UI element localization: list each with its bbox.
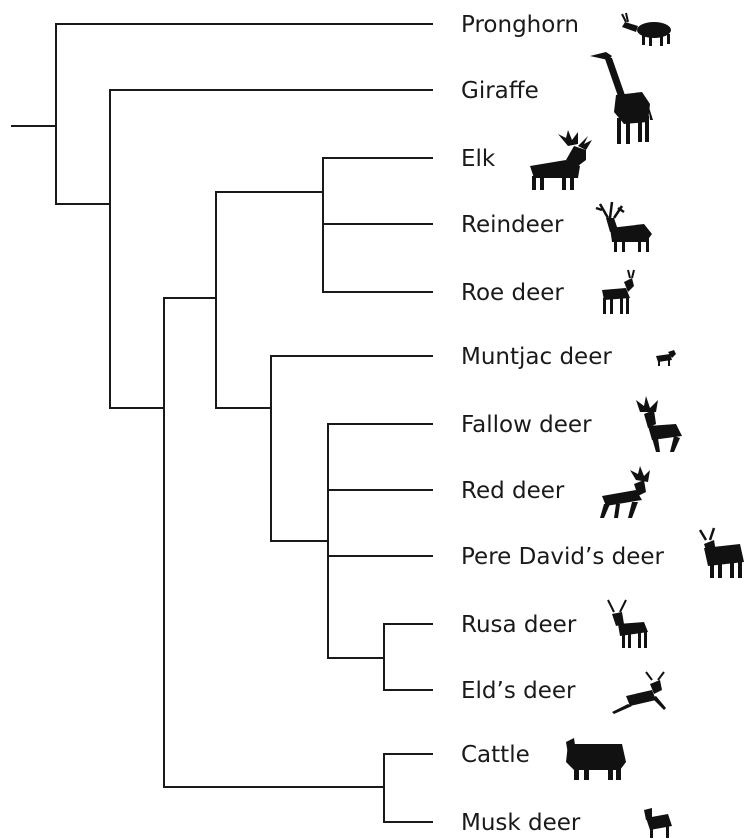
- fallow-deer-icon: [636, 396, 682, 452]
- red-deer-icon: [600, 466, 650, 518]
- taxon-label-reindeer: Reindeer: [461, 212, 564, 238]
- cattle-icon: [566, 738, 626, 780]
- pronghorn-icon: [621, 12, 671, 46]
- taxon-label-pere-davids-deer: Pere David’s deer: [461, 544, 665, 570]
- tree-branches: [11, 23, 433, 823]
- taxon-labels: Pronghorn Giraffe Elk Reindeer Roe deer …: [461, 12, 665, 836]
- elds-deer-icon: [612, 671, 666, 714]
- rusa-deer-icon: [607, 599, 648, 648]
- animal-silhouettes: [530, 12, 744, 838]
- musk-deer-icon: [644, 808, 672, 838]
- elk-icon: [530, 130, 592, 190]
- taxon-label-musk-deer: Musk deer: [461, 810, 581, 836]
- roe-deer-icon: [602, 269, 635, 314]
- muntjac-deer-icon: [656, 350, 676, 366]
- pere-davids-deer-icon: [698, 527, 744, 578]
- taxon-label-rusa-deer: Rusa deer: [461, 612, 577, 638]
- taxon-label-cattle: Cattle: [461, 742, 530, 768]
- taxon-label-fallow-deer: Fallow deer: [461, 412, 592, 438]
- taxon-label-elk: Elk: [461, 146, 496, 172]
- taxon-label-red-deer: Red deer: [461, 478, 565, 504]
- taxon-label-muntjac-deer: Muntjac deer: [461, 344, 612, 370]
- taxon-label-giraffe: Giraffe: [461, 78, 539, 104]
- taxon-label-pronghorn: Pronghorn: [461, 12, 579, 38]
- giraffe-icon: [590, 52, 653, 144]
- taxon-label-elds-deer: Eld’s deer: [461, 678, 576, 704]
- reindeer-icon: [595, 201, 652, 252]
- taxon-label-roe-deer: Roe deer: [461, 280, 564, 306]
